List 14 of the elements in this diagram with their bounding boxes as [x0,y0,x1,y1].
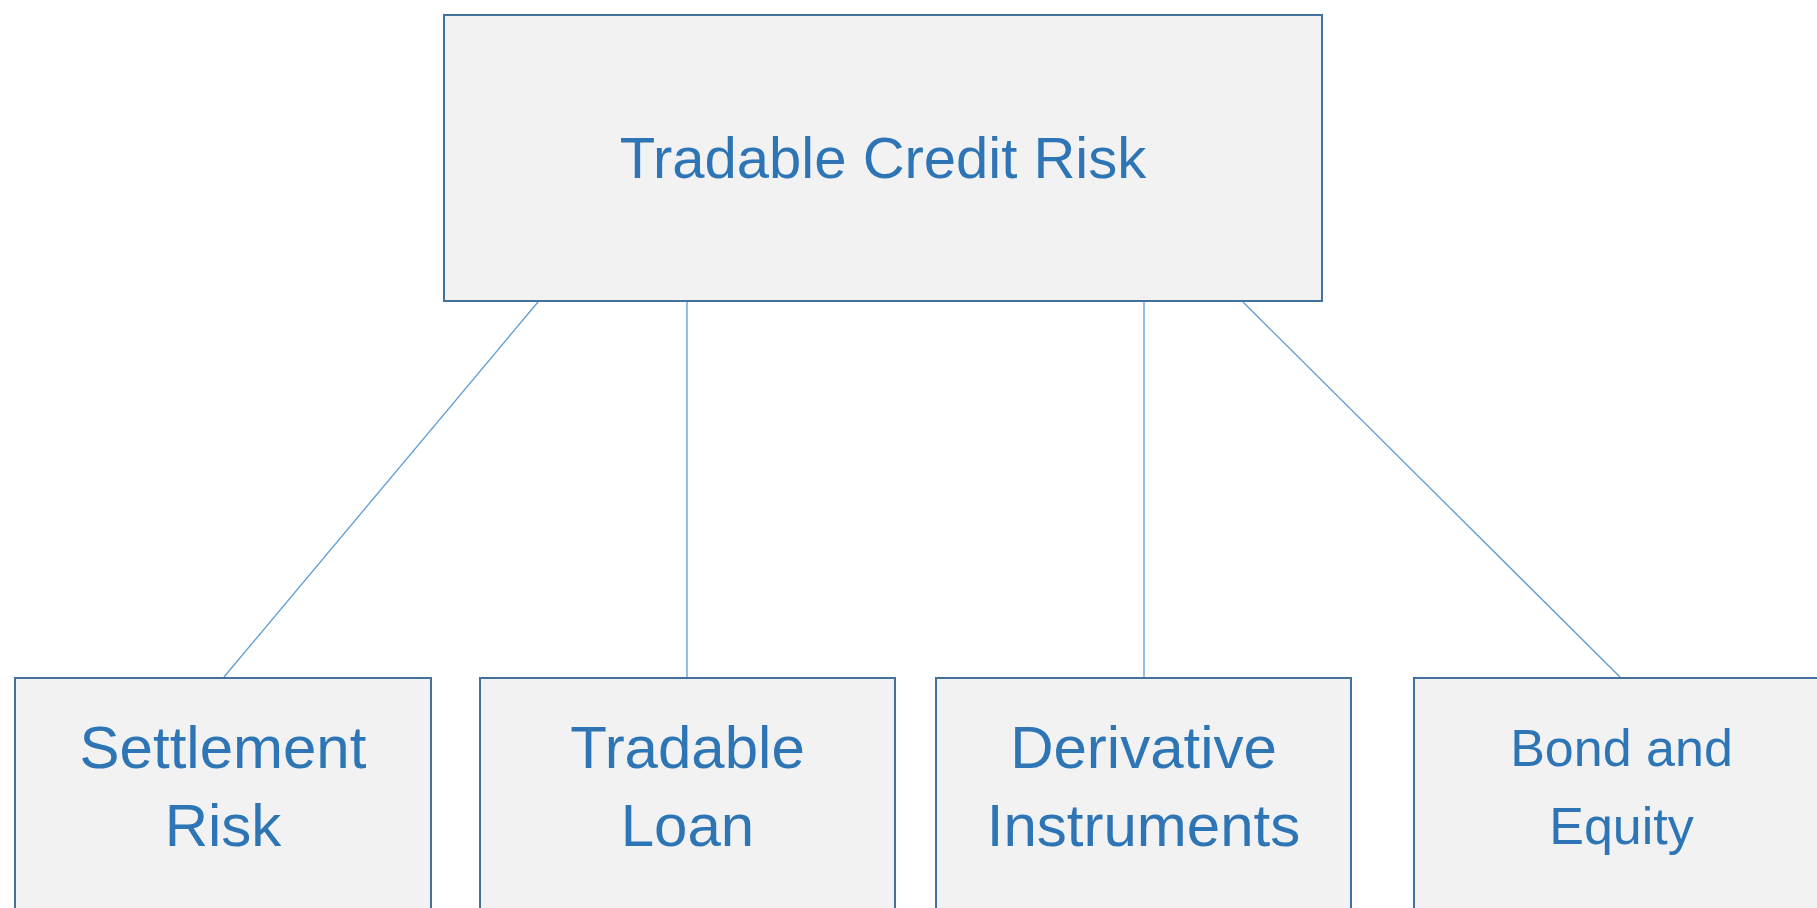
box-label: Derivative Instruments [985,713,1302,861]
category-box [1413,677,1817,908]
box-label: Settlement Risk [78,713,368,861]
connector-line [1242,301,1621,678]
box-label: Tradable Loan [569,713,806,861]
connector-line [686,301,688,678]
category-box [14,677,432,908]
category-box [479,677,896,908]
box-label: Bond and Equity [1509,718,1734,857]
category-box [935,677,1352,908]
connector-line [1143,301,1145,678]
box-label: Tradable Credit Risk [618,124,1148,193]
category-box [443,14,1323,302]
connector-line [223,301,539,678]
